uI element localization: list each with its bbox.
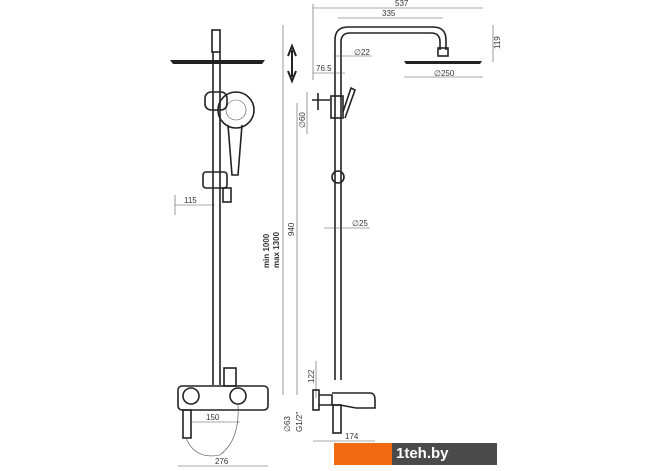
dim-thread: G1/2" [295,412,304,432]
logo-text: 1teh.by [392,443,497,465]
dim-mixer-height: 122 [307,369,316,383]
dim-flange-diameter: ∅63 [283,416,292,432]
logo-orange-block [334,443,392,465]
front-hand-shower-handle [227,124,243,176]
dim-head-height: 119 [493,36,502,49]
side-hand-shower [342,86,356,119]
front-hand-shower-face [225,99,247,121]
side-arm-inner [340,32,441,380]
side-head-connector [437,47,449,57]
side-holder [330,95,344,119]
side-flange [312,389,320,411]
front-handle-swing-arc [185,404,239,457]
front-view: 115 150 276 [170,29,269,467]
dim-arm-length: 335 [382,9,396,18]
dim-pipe-lower: ∅25 [352,219,368,228]
front-holder [204,91,228,111]
front-slider-knob [222,187,232,203]
side-mixer-spout [332,392,376,409]
front-mixer-knob-left [182,387,200,405]
dim-mixer-width: 276 [215,457,229,466]
dim-height-adjust: 940 [287,222,296,236]
side-arm-outer [334,26,447,380]
dim-width-total: 537 [395,0,409,8]
front-slider [202,171,228,189]
dim-spout-depth: 174 [345,432,359,441]
dim-max-height: max 1300 [272,231,281,268]
front-head-connector [211,29,221,53]
dim-holder-diameter: ∅60 [298,112,307,128]
side-view: 537 335 119 ∅22 76.5 ∅250 ∅60 940 min 10… [262,0,502,442]
adjust-arrow-icon [287,43,297,84]
front-mixer-knob-right [229,387,247,405]
dim-offset: 76.5 [316,64,332,73]
dim-connection-spacing: 150 [206,413,220,422]
front-rain-head [170,60,265,64]
front-mixer-body [177,385,269,411]
dim-pipe-upper: ∅22 [354,48,370,57]
side-holder-knob [312,93,330,110]
site-logo: 1teh.by [334,443,497,465]
side-connector [319,394,333,406]
dim-min-height: min 1000 [262,233,271,268]
dim-head-diameter: ∅250 [434,69,455,78]
side-leg [332,404,342,434]
front-leg [182,409,192,439]
front-diverter [223,367,237,387]
side-rain-head [404,61,482,64]
dim-slider-offset: 115 [184,196,197,205]
side-slider [331,170,345,184]
